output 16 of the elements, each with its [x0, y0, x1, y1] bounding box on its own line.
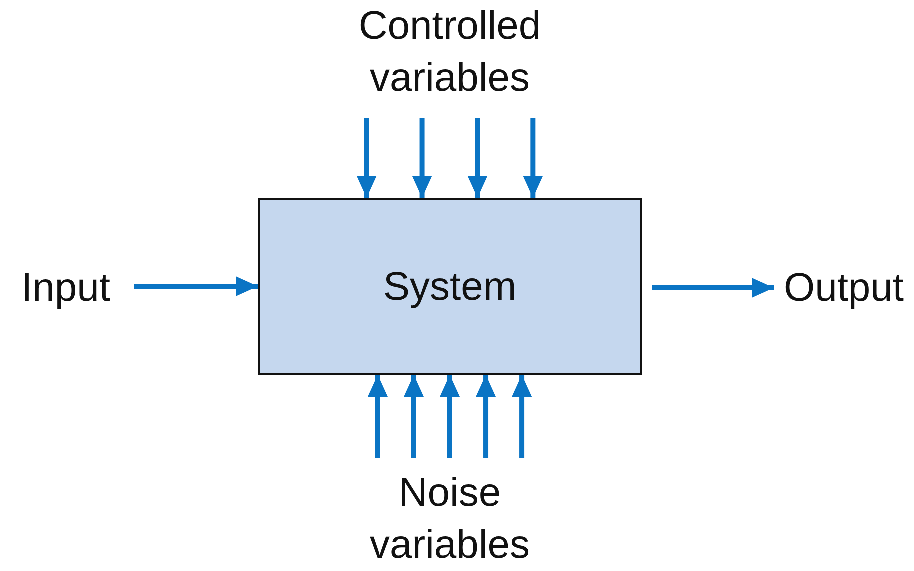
arrow	[523, 118, 544, 198]
text-label: Noise variables	[290, 458, 610, 571]
arrow	[412, 118, 432, 198]
text-label: Controlled variables	[290, 0, 610, 118]
arrow	[468, 118, 488, 198]
arrow	[404, 375, 424, 458]
arrow	[652, 278, 774, 298]
arrow	[512, 375, 532, 458]
arrow	[440, 375, 460, 458]
text-label: Input	[8, 262, 124, 314]
arrow	[134, 276, 258, 296]
arrow	[368, 375, 388, 458]
text-label: Output	[774, 262, 914, 314]
process-box: System	[258, 198, 642, 375]
arrow	[476, 375, 496, 458]
arrow	[356, 118, 377, 198]
